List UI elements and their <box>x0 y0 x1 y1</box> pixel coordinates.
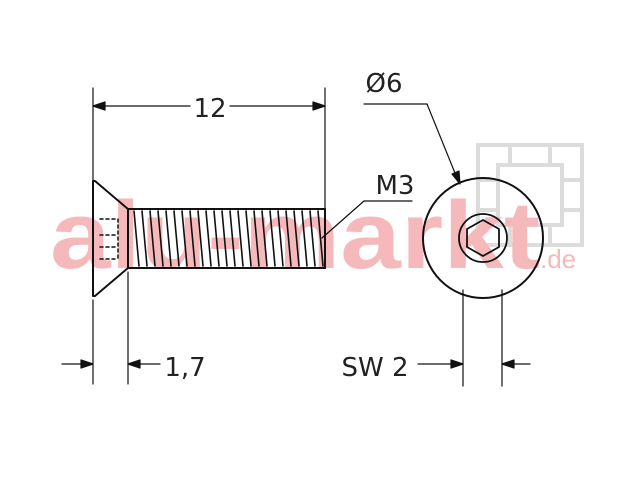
thread-crest-line <box>213 210 220 267</box>
thread-crest-line <box>173 210 180 267</box>
dimension-length <box>92 87 326 209</box>
thread-crest-line <box>205 210 212 267</box>
wrench-size-label: SW 2 <box>341 353 408 383</box>
hex-socket <box>466 219 500 257</box>
thread-crest-line <box>293 210 300 267</box>
leader-thread <box>321 200 413 239</box>
watermark-suffix: .de <box>540 244 576 274</box>
thread-crest-line <box>197 210 204 267</box>
thread-crest-line <box>141 210 148 267</box>
thread-crest-line <box>157 210 164 267</box>
socket-hidden-lines <box>99 218 119 260</box>
thread-crest-line <box>317 210 324 267</box>
thread-crest-line <box>181 210 188 267</box>
dimension-head-height <box>61 271 161 385</box>
head-height-label: 1,7 <box>164 353 205 383</box>
socket-circle <box>458 213 508 263</box>
dimension-wrench-size <box>417 289 531 387</box>
leader-diameter <box>363 103 461 185</box>
thread-crest-line <box>149 210 156 267</box>
thread-crest-line <box>269 210 276 267</box>
thread-crest-line <box>261 210 268 267</box>
thread-label: M3 <box>376 171 415 201</box>
thread-crest-line <box>237 210 244 267</box>
profile-logo <box>476 143 584 247</box>
thread-crest-line <box>301 210 308 267</box>
screw-thread <box>127 208 326 269</box>
thread-crest-line <box>165 210 172 267</box>
thread-crest-line <box>189 210 196 267</box>
thread-crest-line <box>253 210 260 267</box>
thread-crest-line <box>285 210 292 267</box>
length-label: 12 <box>193 94 226 124</box>
thread-crest-line <box>133 210 140 267</box>
thread-crest-line <box>309 210 316 267</box>
thread-crest-line <box>277 210 284 267</box>
screw-end-view <box>422 177 544 299</box>
thread-crest-line <box>221 210 228 267</box>
thread-crest-line <box>245 210 252 267</box>
head-diameter-label: Ø6 <box>365 69 402 99</box>
thread-crest-line <box>229 210 236 267</box>
